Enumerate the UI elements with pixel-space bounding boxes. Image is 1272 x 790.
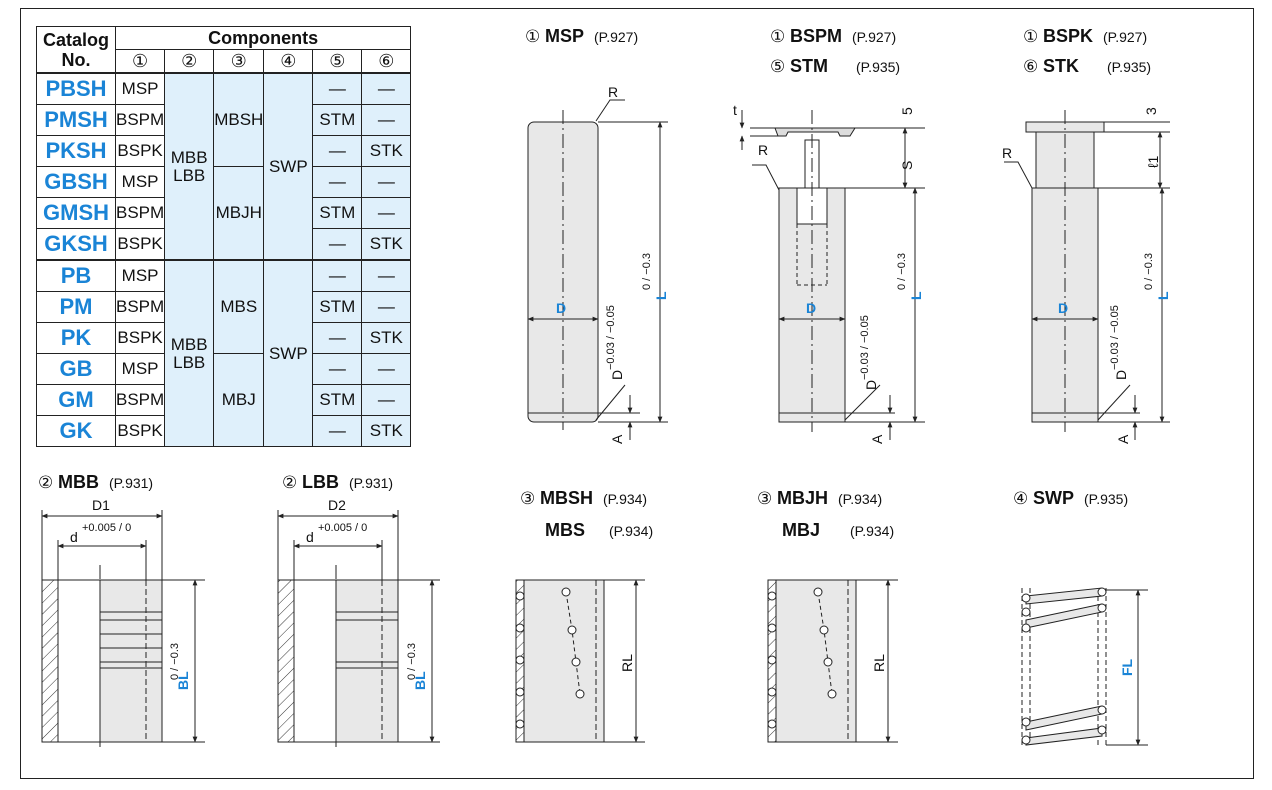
component-5: — xyxy=(312,228,363,261)
msp-title: ① MSP(P.927) xyxy=(525,26,639,46)
component-1: BSPM xyxy=(114,197,166,229)
mbjh-title: ③ MBJH(P.934) xyxy=(757,488,883,508)
catalog-no: GMSH xyxy=(36,197,116,229)
catalog-no: GK xyxy=(36,415,116,447)
component-5: — xyxy=(312,415,363,447)
mbj-title: MBJ(P.934) xyxy=(782,520,895,540)
catalog-no: PB xyxy=(36,259,116,292)
component-6: STK xyxy=(361,322,412,354)
col-3-header: ③ xyxy=(213,49,265,74)
catalog-no: GBSH xyxy=(36,166,116,198)
component-5: STM xyxy=(312,104,363,136)
mbb-title: ② MBB(P.931) xyxy=(38,472,154,492)
components-header: Components xyxy=(114,26,412,50)
catalog-no: PBSH xyxy=(36,72,116,105)
component-1: MSP xyxy=(114,166,166,198)
col-5-header: ⑤ xyxy=(312,49,363,74)
col-4-header: ④ xyxy=(263,49,314,74)
stk-title: ⑥ STK(P.935) xyxy=(1023,56,1152,76)
component-6: — xyxy=(361,353,412,385)
component-1: BSPK xyxy=(114,135,166,167)
component-1: MSP xyxy=(114,72,166,105)
stm-title: ⑤ STM(P.935) xyxy=(770,56,901,76)
bspm-title: ① BSPM(P.927) xyxy=(770,26,897,46)
component-5: — xyxy=(312,72,363,105)
component-6: STK xyxy=(361,228,412,261)
component-5: STM xyxy=(312,291,363,323)
component-6: — xyxy=(361,259,412,292)
component-1: MSP xyxy=(114,353,166,385)
catalog-no: GM xyxy=(36,384,116,416)
component-3: MBS xyxy=(213,259,265,354)
page-frame xyxy=(20,8,1254,779)
component-1: BSPM xyxy=(114,291,166,323)
catalog-no: PMSH xyxy=(36,104,116,136)
component-5: — xyxy=(312,353,363,385)
catalog-no: GKSH xyxy=(36,228,116,261)
lbb-title: ② LBB(P.931) xyxy=(282,472,394,492)
component-5: — xyxy=(312,135,363,167)
component-6: — xyxy=(361,197,412,229)
swp-title: ④ SWP(P.935) xyxy=(1013,488,1129,508)
component-3: MBJH xyxy=(213,166,265,261)
component-1: BSPK xyxy=(114,415,166,447)
mbsh-title: ③ MBSH(P.934) xyxy=(520,488,648,508)
component-4: SWP xyxy=(263,259,314,447)
component-6: — xyxy=(361,166,412,198)
bspk-title: ① BSPK(P.927) xyxy=(1023,26,1148,46)
component-1: MSP xyxy=(114,259,166,292)
component-5: STM xyxy=(312,197,363,229)
component-4: SWP xyxy=(263,72,314,261)
component-6: STK xyxy=(361,135,412,167)
component-3: MBJ xyxy=(213,353,265,447)
component-1: BSPM xyxy=(114,384,166,416)
component-6: — xyxy=(361,104,412,136)
col-2-header: ② xyxy=(164,49,215,74)
mbs-title: MBS(P.934) xyxy=(545,520,654,540)
catalog-no: GB xyxy=(36,353,116,385)
component-5: — xyxy=(312,259,363,292)
component-5: STM xyxy=(312,384,363,416)
catalog-no: PKSH xyxy=(36,135,116,167)
component-2: MBB LBB xyxy=(164,72,215,261)
col-1-header: ① xyxy=(114,49,166,74)
component-6: STK xyxy=(361,415,412,447)
component-6: — xyxy=(361,384,412,416)
component-6: — xyxy=(361,72,412,105)
component-2: MBB LBB xyxy=(164,259,215,447)
component-6: — xyxy=(361,291,412,323)
component-1: BSPM xyxy=(114,104,166,136)
col-6-header: ⑥ xyxy=(361,49,412,74)
catalog-no: PM xyxy=(36,291,116,323)
top-border xyxy=(20,8,1253,9)
component-5: — xyxy=(312,166,363,198)
component-3: MBSH xyxy=(213,72,265,167)
component-1: BSPK xyxy=(114,228,166,261)
component-1: BSPK xyxy=(114,322,166,354)
component-5: — xyxy=(312,322,363,354)
catalog-no: PK xyxy=(36,322,116,354)
